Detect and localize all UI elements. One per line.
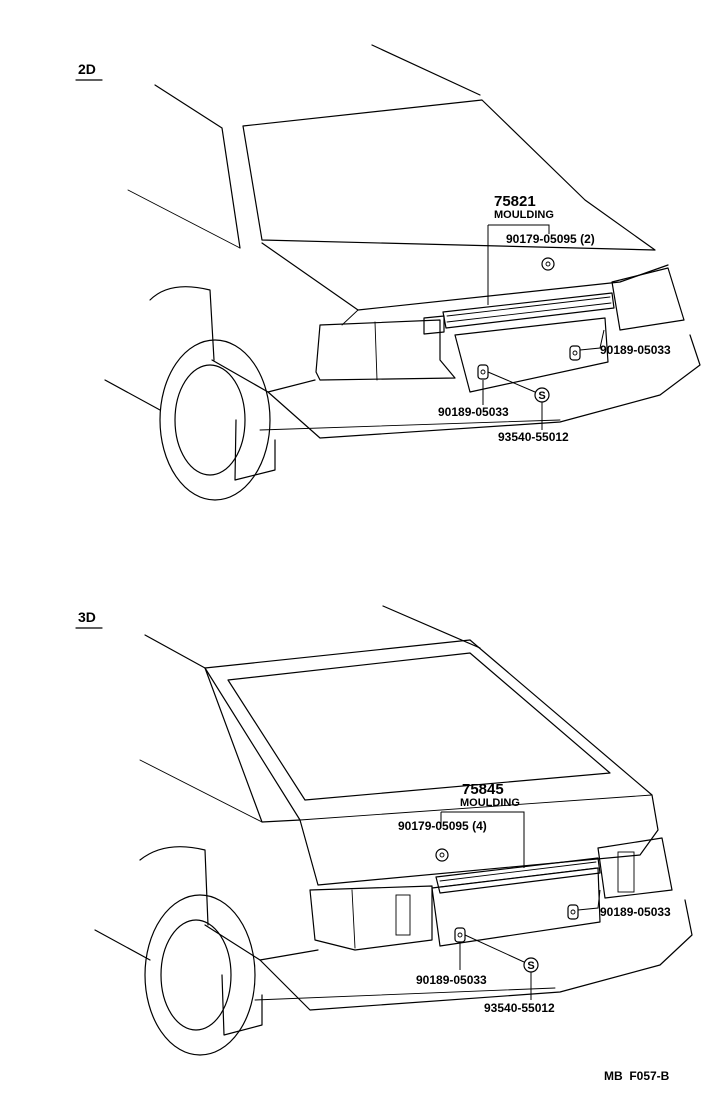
part-number: 75821 — [494, 193, 536, 210]
seal-symbol-3d: S — [523, 957, 539, 973]
moulding-2d — [423, 292, 615, 335]
panel-2d: 2D — [75, 44, 701, 501]
grommet-2d — [541, 257, 555, 271]
moulding-3d — [435, 857, 601, 894]
seal-letter: S — [527, 960, 534, 972]
clip-left-2d — [477, 364, 489, 380]
car-body-2d — [104, 44, 701, 501]
fastener-top-label: 90179-05095 (2) — [506, 232, 595, 246]
seal-letter: S — [538, 390, 545, 402]
seal-label: 93540-55012 — [484, 1001, 555, 1015]
fastener-left-label: 90189-05033 — [416, 973, 487, 987]
clip-right-3d — [567, 904, 579, 920]
seal-label: 93540-55012 — [498, 430, 569, 444]
footer-code: MB F057-B — [604, 1069, 670, 1083]
grommet-3d — [435, 848, 449, 862]
part-name: MOULDING — [460, 797, 520, 809]
fastener-right-label: 90189-05033 — [600, 343, 671, 357]
part-name: MOULDING — [494, 209, 554, 221]
fastener-right-label: 90189-05033 — [600, 905, 671, 919]
panel-label: 3D — [78, 609, 96, 625]
clip-right-2d — [569, 345, 581, 361]
fastener-top-label: 90179-05095 (4) — [398, 819, 487, 833]
fastener-left-label: 90189-05033 — [438, 405, 509, 419]
part-number: 75845 — [462, 781, 504, 798]
clip-left-3d — [454, 927, 466, 943]
seal-symbol-2d: S — [534, 387, 550, 403]
panel-label: 2D — [78, 61, 96, 77]
panel-3d: 3D — [75, 605, 693, 1056]
car-body-3d — [94, 605, 693, 1056]
